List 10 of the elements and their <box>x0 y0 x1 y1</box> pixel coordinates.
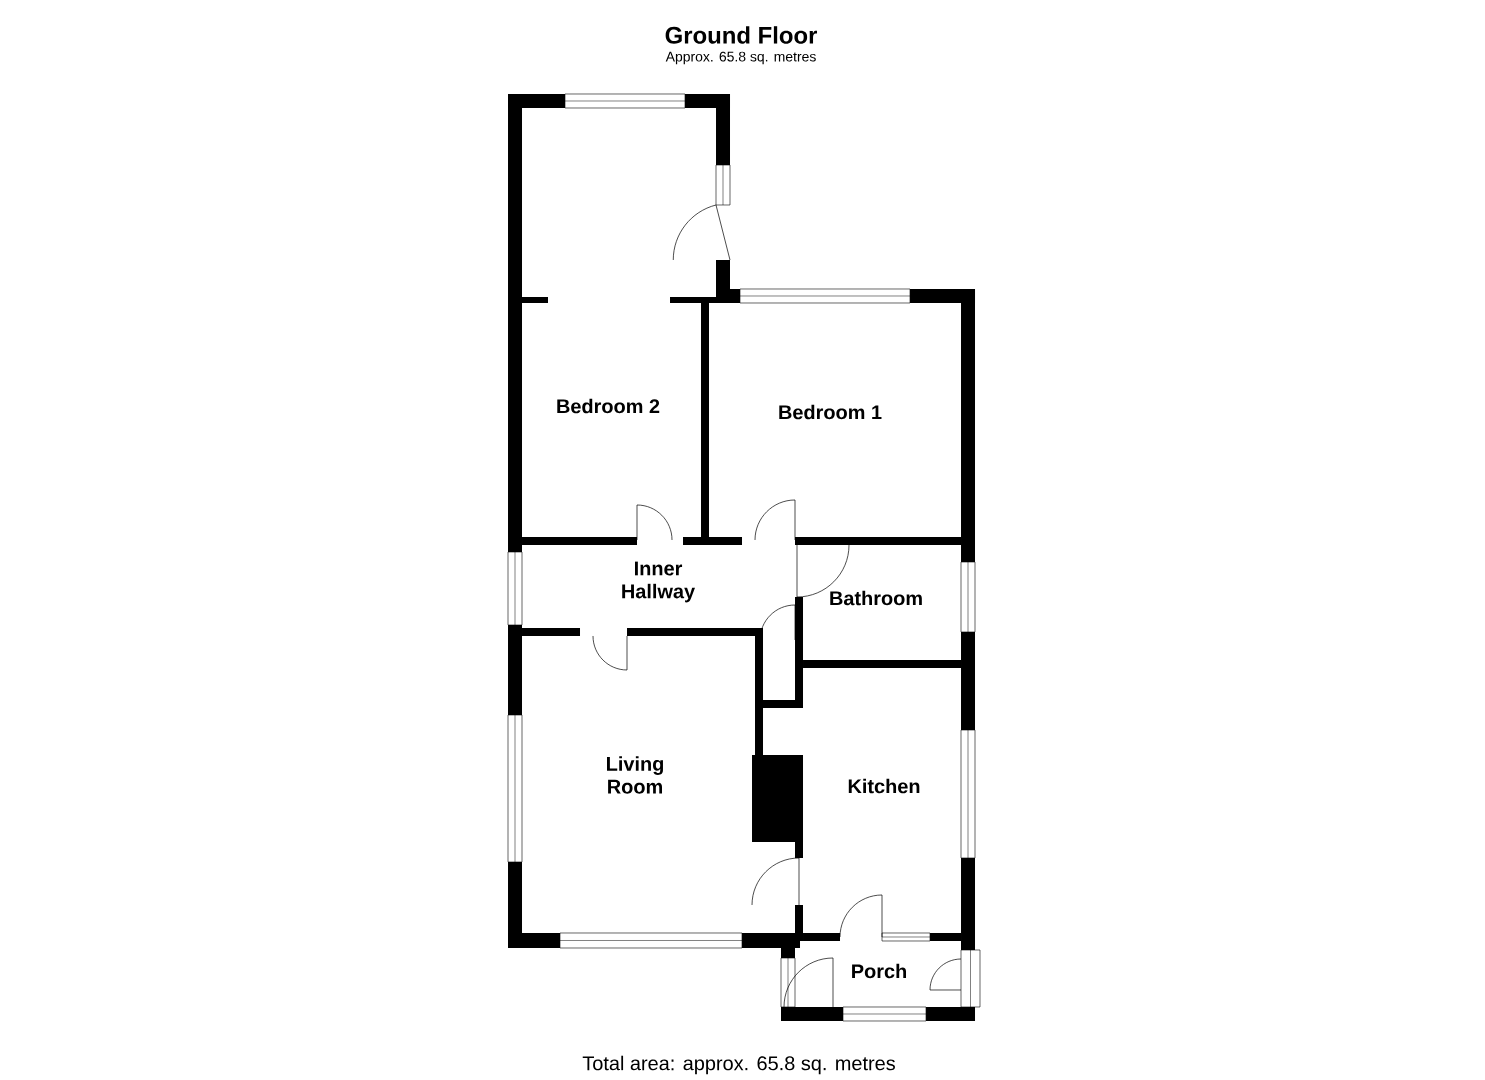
room-label: Living Room <box>607 756 664 794</box>
room-label: Bedroom 1 <box>779 404 882 420</box>
room-label: Inner Hallway <box>622 561 695 603</box>
area-subtitle: Approx. 65.8 sq. metres <box>665 51 816 65</box>
room-label: Bedroom 2 <box>557 398 660 414</box>
title: Ground Floor <box>665 26 817 44</box>
room-label: Kitchen <box>848 778 920 794</box>
caption: Total area: approx. 65.8 sq. metres <box>582 1055 895 1075</box>
room-label: Porch <box>852 963 906 979</box>
room-label: Bathroom <box>830 590 922 606</box>
